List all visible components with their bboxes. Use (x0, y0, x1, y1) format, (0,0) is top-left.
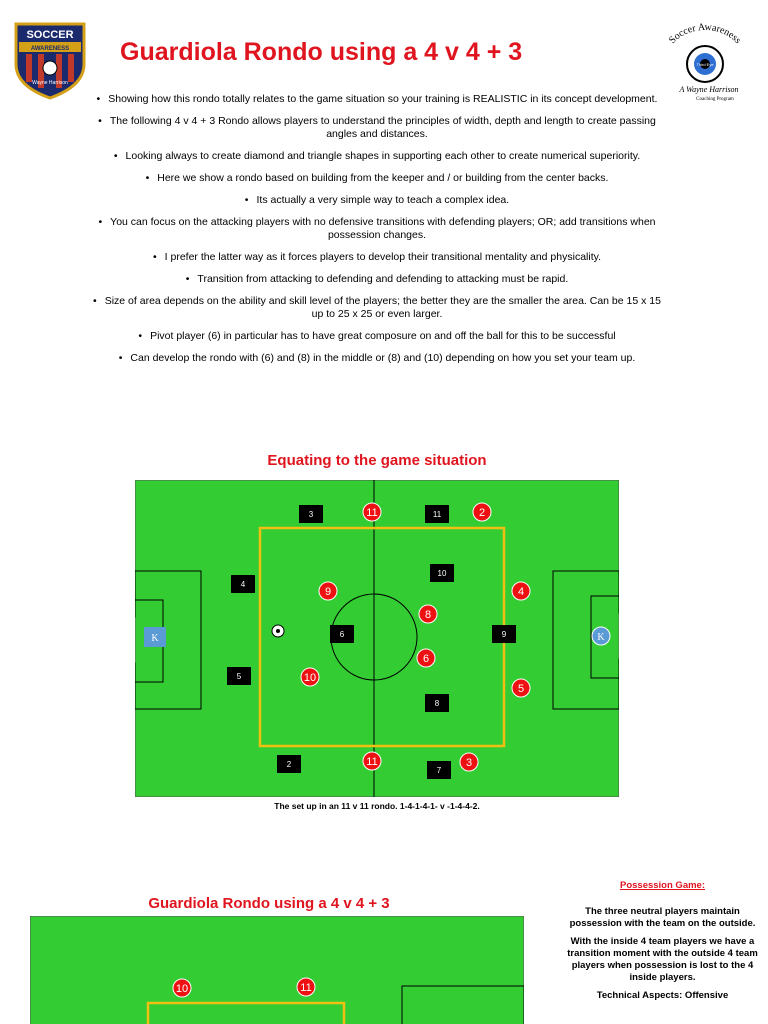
side-heading: Possession Game: (619, 880, 705, 891)
svg-text:11: 11 (433, 510, 442, 519)
black-player-marker: 11 (425, 505, 449, 523)
diagram-1-title: Equating to the game situation (267, 452, 487, 469)
svg-text:4: 4 (241, 580, 246, 589)
svg-text:9: 9 (325, 586, 331, 598)
side-paragraph: The three neutral players maintain posse… (569, 906, 756, 929)
svg-text:7: 7 (437, 766, 442, 775)
red-player-marker: 8 (418, 604, 438, 624)
black-player-marker: 5 (227, 667, 251, 685)
bullet-item: Looking always to create diamond and tri… (88, 150, 666, 163)
bullet-item: Can develop the rondo with (6) and (8) i… (88, 352, 666, 365)
black-player-marker: 7 (427, 761, 451, 779)
svg-text:5: 5 (237, 672, 242, 681)
diagram-1-caption: The set up in an 11 v 11 rondo. 1-4-1-4-… (274, 801, 480, 811)
red-player-marker: 3 (459, 752, 479, 772)
side-paragraph: Technical Aspects: Offensive (596, 990, 729, 1001)
diagram-2-title: Guardiola Rondo using a 4 v 4 + 3 (148, 895, 390, 912)
svg-text:10: 10 (176, 983, 188, 995)
svg-text:2: 2 (287, 760, 292, 769)
svg-text:11: 11 (366, 756, 377, 768)
svg-text:4: 4 (518, 586, 524, 598)
bullet-item: I prefer the latter way as it forces pla… (88, 251, 666, 264)
svg-text:9: 9 (502, 630, 507, 639)
logo-left-band: AWARENESS (31, 46, 69, 52)
red-player-marker: 11 (362, 502, 382, 522)
bullet-item: Size of area depends on the ability and … (88, 295, 666, 321)
svg-text:5: 5 (518, 683, 524, 695)
third-eye-logo: Soccer Awareness Third Eye A Wayne Harri… (667, 22, 743, 102)
svg-text:8: 8 (435, 699, 440, 708)
black-player-marker: 2 (277, 755, 301, 773)
red-keeper-marker: K (591, 626, 611, 646)
red-player-marker: 11 (296, 977, 316, 997)
bullet-item: Its actually a very simple way to teach … (88, 194, 666, 207)
black-player-marker: 3 (299, 505, 323, 523)
svg-text:3: 3 (466, 757, 472, 769)
svg-text:11: 11 (366, 507, 377, 519)
bullet-item: Pivot player (6) in particular has to ha… (88, 330, 666, 343)
red-player-marker: 10 (172, 978, 192, 998)
svg-text:8: 8 (425, 609, 431, 621)
bullet-item: You can focus on the attacking players w… (88, 216, 666, 242)
black-player-marker: 9 (492, 625, 516, 643)
pitch-diagram-2: 10 11 (30, 916, 524, 1024)
bullet-item: Here we show a rondo based on building f… (88, 172, 666, 185)
svg-text:3: 3 (309, 510, 314, 519)
svg-text:10: 10 (304, 672, 316, 684)
black-player-marker: 10 (430, 564, 454, 582)
possession-game-panel: Possession Game: The three neutral playe… (560, 880, 765, 1008)
logo-right-arc: Soccer Awareness (667, 22, 743, 46)
black-player-marker: 6 (330, 625, 354, 643)
logo-right-sign: A Wayne Harrison (678, 85, 738, 94)
svg-text:10: 10 (438, 569, 447, 578)
bullet-item: Showing how this rondo totally relates t… (88, 93, 666, 106)
bullet-list: Showing how this rondo totally relates t… (88, 93, 666, 374)
svg-text:K: K (151, 633, 159, 644)
logo-left-sub: Wayne Harrison (32, 80, 68, 86)
svg-text:Soccer Awareness: Soccer Awareness (667, 22, 743, 46)
bullet-item: Transition from attacking to defending a… (88, 273, 666, 286)
bullet-item: The following 4 v 4 + 3 Rondo allows pla… (88, 115, 666, 141)
side-paragraph: With the inside 4 team players we have a… (567, 936, 758, 983)
black-player-marker: 4 (231, 575, 255, 593)
svg-text:2: 2 (479, 507, 485, 519)
svg-text:6: 6 (423, 653, 429, 665)
black-keeper-marker: K (144, 627, 166, 647)
red-player-marker: 4 (511, 581, 531, 601)
black-player-marker: 8 (425, 694, 449, 712)
red-player-marker: 5 (511, 678, 531, 698)
svg-text:11: 11 (300, 982, 311, 994)
svg-text:K: K (597, 632, 605, 643)
svg-text:6: 6 (340, 630, 345, 639)
red-player-marker: 9 (318, 581, 338, 601)
red-player-marker: 11 (362, 751, 382, 771)
logo-right-eye: Third Eye (696, 62, 714, 67)
red-player-marker: 10 (300, 667, 320, 687)
logo-right-sub: Coaching Program (696, 97, 734, 102)
logo-left-top: SOCCER (26, 29, 73, 41)
red-player-marker: 2 (472, 502, 492, 522)
page-title: Guardiola Rondo using a 4 v 4 + 3 (120, 38, 523, 66)
soccer-awareness-logo: SOCCER AWARENESS Wayne Harrison (14, 22, 86, 100)
red-player-marker: 6 (416, 648, 436, 668)
